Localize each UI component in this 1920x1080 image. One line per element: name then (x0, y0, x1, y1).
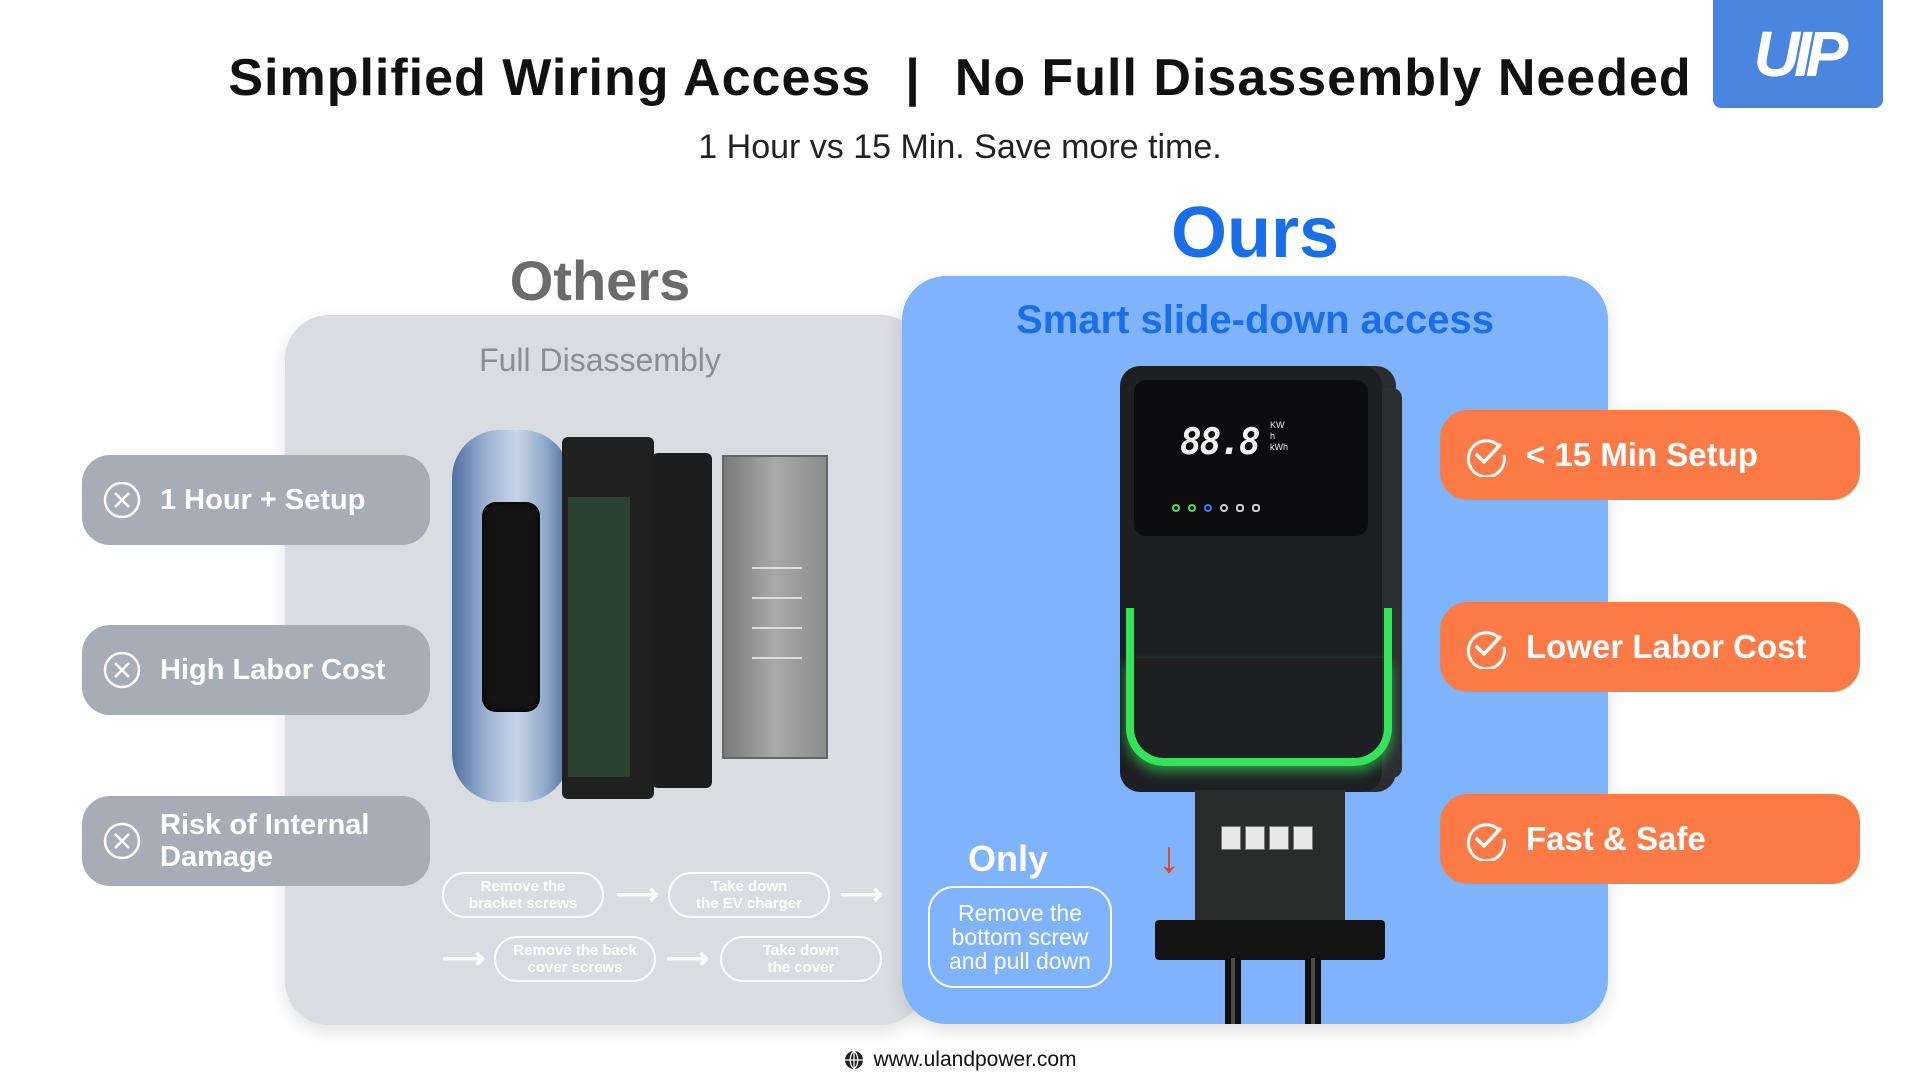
terminal-block-image (1195, 790, 1345, 930)
others-chassis-image (562, 437, 654, 799)
arrow-right-icon: ⟶ (666, 942, 710, 975)
title-left: Simplified Wiring Access (228, 49, 872, 107)
led-charge-icon (1188, 504, 1196, 512)
arrow-right-icon: ⟶ (840, 878, 884, 911)
cable-image (1225, 958, 1241, 1024)
x-circle-icon (103, 822, 141, 860)
led-connect-icon (1204, 504, 1212, 512)
others-housing-image (652, 453, 712, 788)
page-title: Simplified Wiring Access | No Full Disasse… (0, 48, 1920, 108)
drawback-labor-cost: High Labor Cost (82, 625, 430, 715)
others-subheading: Full Disassembly (479, 342, 721, 378)
check-circle-icon (1466, 823, 1506, 861)
check-circle-icon (1466, 631, 1506, 669)
wall-bracket-image (1155, 920, 1385, 960)
benefit-setup-time: < 15 Min Setup (1440, 410, 1860, 500)
x-circle-icon (103, 651, 141, 689)
arrow-down-icon: ↓ (1158, 833, 1180, 882)
led-power-icon (1172, 504, 1180, 512)
benefit-labor-cost: Lower Labor Cost (1440, 602, 1860, 692)
only-label: Only (967, 838, 1048, 879)
brand-logo: UIP (1713, 0, 1883, 108)
benefit-fast-safe: Fast & Safe (1440, 794, 1860, 884)
footer-url[interactable]: www.ulandpower.com (873, 1048, 1077, 1071)
page-subtitle: 1 Hour vs 15 Min. Save more time. (698, 128, 1222, 166)
others-heading: Others (509, 249, 691, 312)
rfid-icon (1252, 504, 1260, 512)
status-leds (1172, 504, 1260, 512)
display-digits: 88.8 (1180, 422, 1261, 463)
cable-image (1305, 958, 1321, 1024)
ours-heading: Ours (1170, 193, 1340, 273)
footer: www.ulandpower.com (0, 1048, 1920, 1072)
drawback-setup-time: 1 Hour + Setup (82, 455, 430, 545)
others-front-cover-image (452, 430, 570, 802)
touch-icon (1236, 504, 1244, 512)
globe-icon (845, 1050, 864, 1070)
x-circle-icon (103, 481, 141, 519)
logo-text: UIP (1753, 18, 1849, 90)
others-back-plate-image (722, 455, 828, 759)
check-circle-icon (1466, 439, 1506, 477)
title-right: No Full Disassembly Needed (954, 49, 1692, 107)
arrow-right-icon: ⟶ (442, 942, 486, 975)
arrow-right-icon: ⟶ (616, 878, 660, 911)
ours-subheading: Smart slide-down access (1016, 298, 1494, 342)
drawback-internal-damage: Risk of Internal Damage (82, 796, 430, 886)
green-light-bar (1126, 608, 1392, 766)
title-separator: | (905, 49, 921, 107)
led-fault-icon (1220, 504, 1228, 512)
